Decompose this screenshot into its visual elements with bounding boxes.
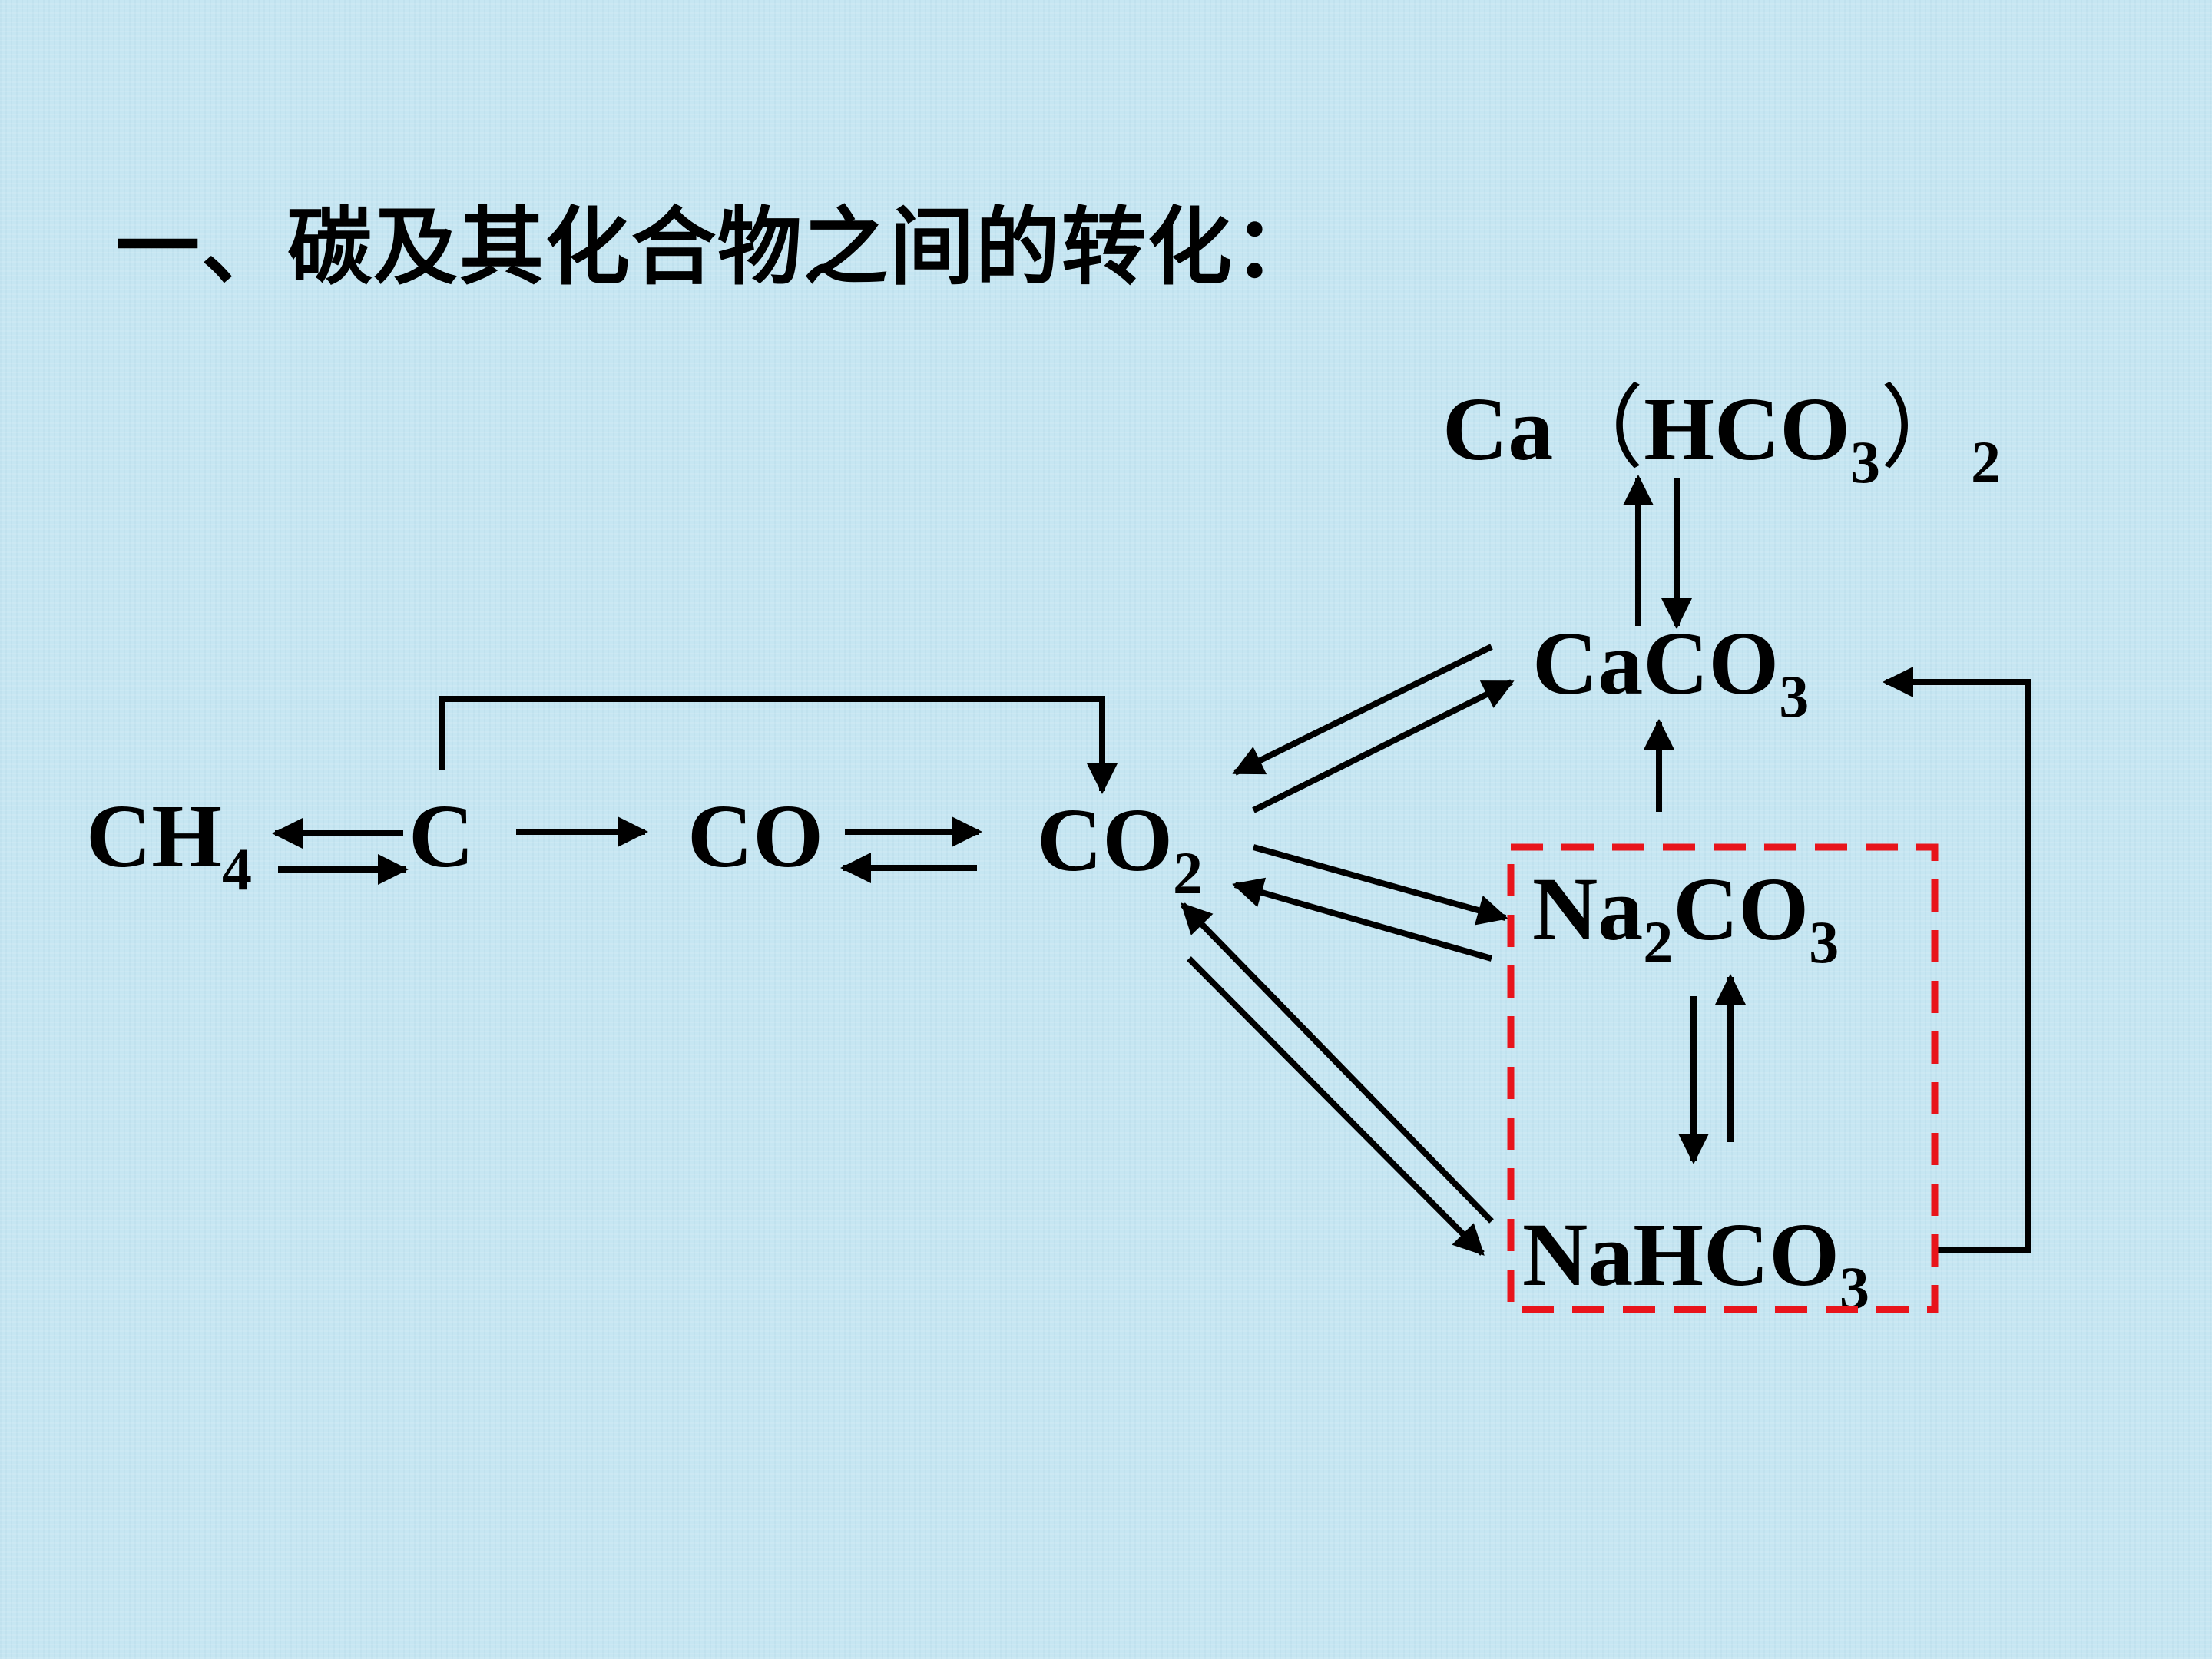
node-na2co3: Na2CO3 [1532, 864, 1839, 972]
na2co3-subscript-3: 3 [1809, 909, 1839, 975]
node-c: C [409, 791, 474, 882]
cahco3-subscript-3: 3 [1850, 429, 1881, 495]
nahco3-text: NaHCO [1522, 1204, 1839, 1305]
page-title: 一、碳及其化合物之间的转化： [115, 197, 1320, 296]
arrow-co2-to-nahco3 [1187, 956, 1485, 1256]
na2co3-subscript-2: 2 [1643, 909, 1674, 975]
na2co3-na: Na [1532, 859, 1644, 959]
co-text: CO [687, 786, 823, 886]
cahco3-hco: HCO [1644, 379, 1851, 479]
cahco3-subscript-2: 2 [1971, 429, 2002, 495]
node-ca-hco3-2: Ca（HCO3）2 [1442, 382, 2001, 492]
arrow-c-to-co2-bracket [439, 696, 1118, 794]
co2-text: CO [1037, 790, 1173, 890]
c-text: C [409, 786, 475, 886]
ch4-text: CH [86, 786, 222, 886]
cahco3-ca: Ca [1442, 379, 1554, 479]
arrow-caco3-to-co2 [1232, 644, 1493, 776]
caco3-subscript: 3 [1779, 663, 1810, 730]
na2co3-co: CO [1673, 859, 1810, 959]
arrow-co2-to-na2co3 [1252, 844, 1508, 926]
cahco3-left-paren: （ [1553, 375, 1644, 481]
cahco3-right-paren: ） [1880, 375, 1972, 481]
arrow-na2co3-to-co2 [1232, 877, 1493, 962]
node-ch4: CH4 [86, 791, 252, 899]
arrow-nahco3-to-caco3-bracket [1883, 667, 2031, 1253]
co2-subscript: 2 [1173, 839, 1203, 906]
sodium-salts-highlight-box [1507, 843, 1939, 1313]
node-co2: CO2 [1037, 795, 1203, 903]
arrow-nahco3-to-co2 [1181, 902, 1494, 1224]
node-caco3: CaCO3 [1532, 618, 1809, 727]
caco3-text: CaCO [1532, 613, 1780, 714]
ch4-subscript: 4 [222, 836, 252, 902]
node-nahco3: NaHCO3 [1522, 1210, 1869, 1318]
arrow-co2-to-caco3 [1252, 679, 1515, 813]
node-co: CO [687, 791, 823, 882]
